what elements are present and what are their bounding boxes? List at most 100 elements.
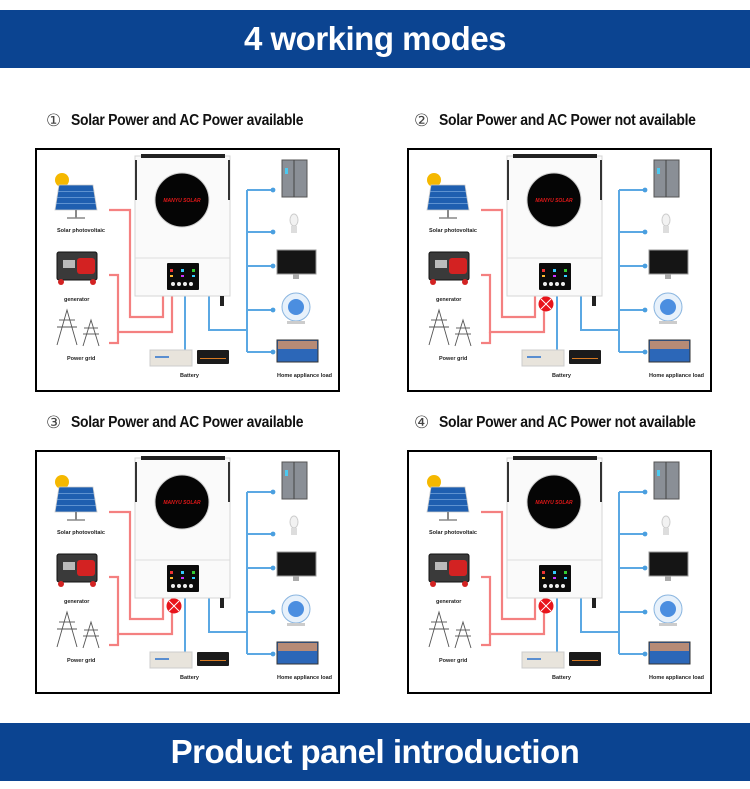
generator-wheel [430,279,436,285]
mode-number: ① [46,111,61,130]
ac-disconnected-icon [166,598,182,614]
solar-label: Solar photovoltaic [429,530,477,536]
inverter-brand-logo: MANYU SOLAR [163,500,201,506]
lithium-battery-stripe [200,358,226,359]
power-grid-icon [428,610,472,649]
inverter-load-line [208,295,247,331]
status-led [564,571,567,574]
monitor-stand [665,576,671,581]
mode-label: Solar Power and AC Power not available [438,414,696,431]
tv-sunset [650,341,689,349]
connector-dot [642,609,648,615]
connector-dot [270,349,276,355]
ac-disconnected-icon [538,598,554,614]
inverter-side-trim [228,462,230,502]
status-led [181,571,184,574]
fan-blades [660,601,676,617]
inverter-display-ring [526,172,582,228]
power-grid-label: Power grid [67,658,96,664]
connector-dot [270,651,276,657]
refrigerator-display [657,470,660,476]
fan-base [659,321,677,324]
connector-dot [270,609,276,615]
bulb-base [663,528,669,535]
connector-dot [642,349,648,355]
refrigerator-display [285,470,288,476]
generator-label: generator [436,599,462,605]
control-button [543,282,547,286]
refrigerator-icon [653,159,680,198]
inverter-cable [592,598,596,608]
mode-label: Solar Power and AC Power not available [438,112,696,129]
bulb-base [291,528,297,535]
fault-x [540,600,552,612]
connector-dot [642,651,648,657]
inverter-load-line [580,295,619,331]
fan-base [659,623,677,626]
fan-blades [288,299,304,315]
inverter-brand-logo: MANYU SOLAR [535,500,573,506]
mode-number: ② [414,111,429,130]
television-icon [276,641,319,665]
battery-label-strip [527,356,541,358]
lithium-battery-stripe [200,660,226,661]
control-button [171,584,175,588]
power-grid-label: Power grid [439,658,468,664]
diagram-canvas: MANYU SOLAR [426,154,691,367]
solar-panel-icon [426,173,470,219]
status-led [170,577,173,579]
light-bulb-icon [661,515,671,535]
refrigerator-icon [653,461,680,500]
battery-label: Battery [180,373,199,379]
status-led [542,269,545,272]
generator-wheel [90,279,96,285]
power-grid-label: Power grid [439,356,468,362]
tower [454,620,472,649]
solar-line [109,208,165,319]
monitor-screen [648,551,689,577]
television-icon [648,339,691,363]
control-button [561,282,565,286]
mode-title-4: ④ Solar Power and AC Power not available [414,413,724,433]
connector-dot [270,489,276,495]
lead-acid-battery [149,651,193,669]
load-lines [184,491,272,655]
grid-line [481,332,492,345]
tower [82,318,100,347]
status-led [542,571,545,574]
light-bulb-icon [661,213,671,233]
load-label: Home appliance load [649,675,705,681]
inverter-display-ring [526,474,582,530]
tower [428,308,450,346]
fault-x [540,298,552,310]
generator-panel [435,562,447,570]
monitor-screen [276,249,317,275]
solar-line [481,208,537,319]
inverter: MANYU SOLAR [134,456,231,608]
lithium-battery [569,652,601,666]
tower [56,308,78,346]
mode-title-3: ③ Solar Power and AC Power available [46,413,329,433]
inverter-top-bar [141,154,225,158]
fan-blades [288,601,304,617]
generator-wheel [462,581,468,587]
monitor-icon [648,249,689,279]
generator-panel [63,260,75,268]
generator-wheel [58,279,64,285]
footer-title: Product panel introduction [170,733,580,770]
load-lines [556,491,644,655]
power-grid-label: Power grid [67,356,96,362]
status-led [553,571,556,574]
solar-panel-icon [54,475,98,521]
control-button [555,282,559,286]
status-led [170,275,173,277]
control-button [177,584,181,588]
connector-dot [642,229,648,235]
status-led [564,269,567,272]
power-grid-icon [56,308,100,347]
control-button [183,282,187,286]
inverter-top-bar [513,154,597,158]
generator-engine [449,560,467,576]
inverter-top-bar [141,456,225,460]
